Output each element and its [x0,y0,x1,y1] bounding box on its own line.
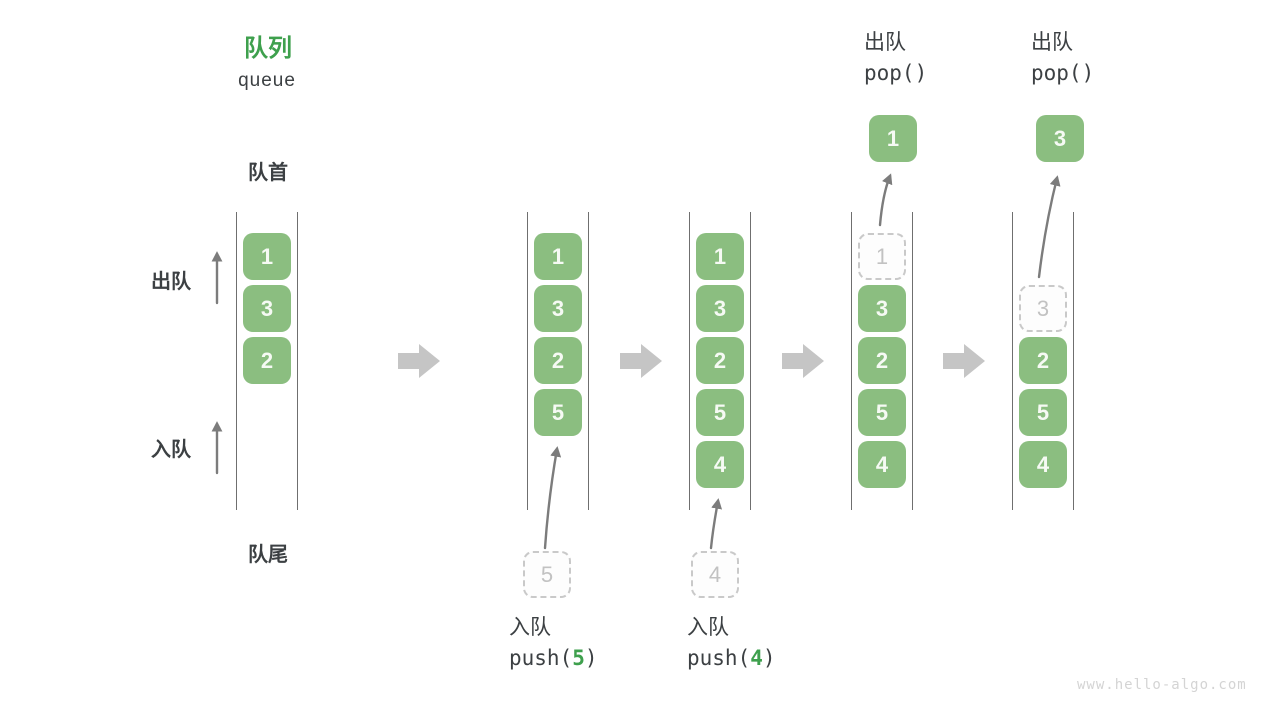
pop-label-code: pop() [864,61,928,85]
push-label-zh: 入队 [509,616,551,639]
pop-label-zh: 出队 [1031,31,1073,54]
push-operation-label-1: 入队 push(5) [509,617,598,669]
queue-cell: 3 [534,285,582,332]
queue-cell: 3 [696,285,744,332]
push-label-zh: 入队 [687,616,729,639]
diagram-title-zh: 队列 [244,35,292,62]
queue-cell: 4 [1019,441,1067,488]
queue-state-3 [689,212,751,510]
queue-cell: 4 [696,441,744,488]
queue-cell-ghost: 3 [1019,285,1067,332]
queue-cell: 5 [1019,389,1067,436]
queue-cell: 3 [243,285,291,332]
queue-cell: 2 [1019,337,1067,384]
push-label-code: push(4) [687,646,776,670]
enqueue-side-label: 入队 [151,439,191,461]
transition-arrow-icon [620,344,662,378]
popped-value: 3 [1036,115,1084,162]
staged-push-value: 4 [691,551,739,598]
queue-cell-ghost: 1 [858,233,906,280]
push-label-code: push(5) [509,646,598,670]
dequeue-side-label: 出队 [151,271,191,293]
queue-cell: 1 [243,233,291,280]
watermark: www.hello-algo.com [1077,677,1247,693]
popped-value: 1 [869,115,917,162]
queue-cell: 1 [696,233,744,280]
transition-arrow-icon [398,344,440,378]
queue-cell: 2 [858,337,906,384]
queue-cell: 2 [534,337,582,384]
queue-cell: 4 [858,441,906,488]
queue-cell: 2 [696,337,744,384]
queue-cell: 1 [534,233,582,280]
push-arg: 4 [750,646,763,670]
transition-arrow-icon [782,344,824,378]
pop-operation-label-2: 出队 pop() [1031,32,1094,84]
queue-front-label: 队首 [248,162,288,184]
pop-operation-label-1: 出队 pop() [864,32,927,84]
queue-cell: 5 [858,389,906,436]
pop-label-code: pop() [1031,61,1095,85]
queue-state-1 [236,212,298,510]
queue-state-4 [851,212,913,510]
staged-push-value: 5 [523,551,571,598]
push-operation-label-2: 入队 push(4) [687,617,776,669]
queue-cell: 3 [858,285,906,332]
transition-arrow-icon [943,344,985,378]
queue-cell: 5 [534,389,582,436]
push-arg: 5 [572,646,585,670]
queue-state-5 [1012,212,1074,510]
pop-label-zh: 出队 [864,31,906,54]
queue-cell: 5 [696,389,744,436]
diagram-title-en: queue [238,70,296,91]
queue-rear-label: 队尾 [248,544,288,566]
queue-state-2 [527,212,589,510]
queue-cell: 2 [243,337,291,384]
